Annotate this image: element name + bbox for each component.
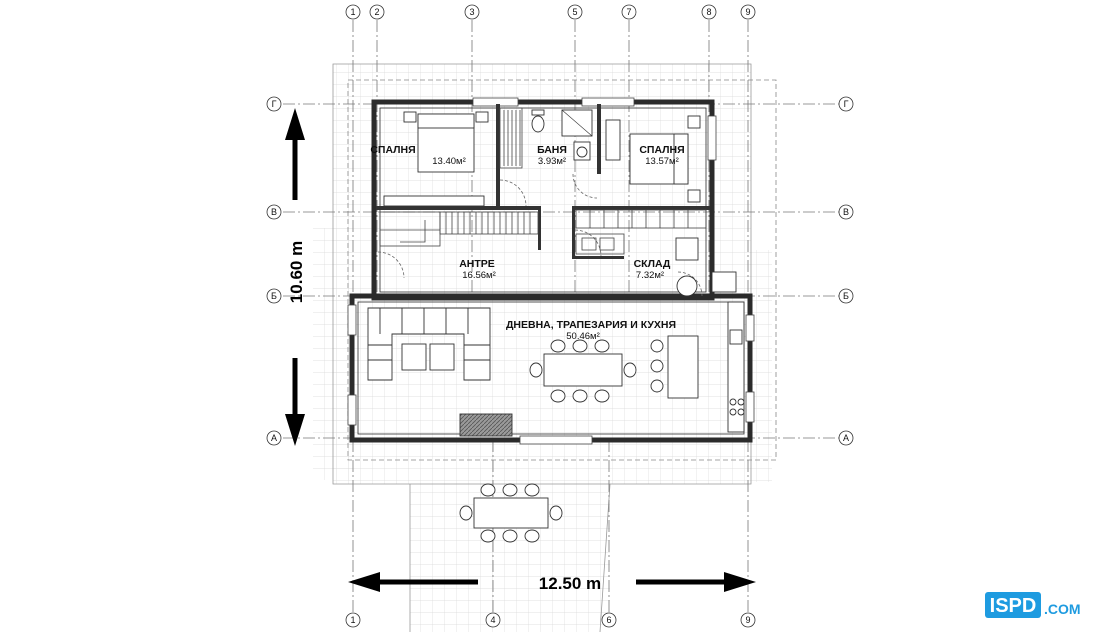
logo-text: ISPD xyxy=(990,595,1037,617)
axis-label-bottom-4: 4 xyxy=(490,615,495,625)
axis-label-right-a: А xyxy=(843,433,849,443)
logo-suffix: .COM xyxy=(1044,601,1081,617)
room-area-entrance: 16.56м² xyxy=(462,270,495,281)
staircase xyxy=(379,211,539,247)
axis-label-top-7: 7 xyxy=(626,7,631,17)
room-label-entrance: АНТРЕ xyxy=(459,258,495,270)
ispd-logo: ISPD .COM xyxy=(985,592,1081,618)
height-dimension-label: 10.60 m xyxy=(287,241,306,303)
room-area-bathroom: 3.93м² xyxy=(538,156,566,167)
axis-label-left-v: В xyxy=(271,207,277,217)
furniture-bedroom xyxy=(383,111,701,207)
axis-label-left-g: Г xyxy=(272,99,277,109)
dining-table xyxy=(529,339,637,403)
axis-label-right-b: Б xyxy=(843,291,849,301)
axis-label-top-3: 3 xyxy=(469,7,474,17)
furniture-living xyxy=(367,307,513,437)
bathroom-fixtures xyxy=(531,109,593,161)
outdoor-dining-table xyxy=(459,483,563,543)
dimension-height: 10.60 m xyxy=(285,108,306,446)
width-dimension-label: 12.50 m xyxy=(539,574,601,593)
axis-label-top-2: 2 xyxy=(374,7,379,17)
axis-label-bottom-9: 9 xyxy=(745,615,750,625)
storage-fixtures xyxy=(675,237,737,297)
kitchen xyxy=(650,301,745,433)
wardrobes xyxy=(499,107,707,255)
room-area-storage: 7.32м² xyxy=(636,270,664,281)
axis-label-left-b: Б xyxy=(271,291,277,301)
axis-label-right-v: В xyxy=(843,207,849,217)
room-label-bathroom: БАНЯ xyxy=(537,144,567,156)
axis-label-top-1: 1 xyxy=(350,7,355,17)
room-label-bedroom-1: СПАЛНЯ xyxy=(370,144,415,156)
room-label-storage: СКЛАД xyxy=(634,258,671,270)
room-label-living: ДНЕВНА, ТРАПЕЗАРИЯ И КУХНЯ xyxy=(506,319,676,331)
axis-label-top-9: 9 xyxy=(745,7,750,17)
axis-label-bottom-1: 1 xyxy=(350,615,355,625)
room-area-living: 50.46м² xyxy=(566,331,599,342)
interior-walls xyxy=(376,104,710,259)
axis-label-left-a: А xyxy=(271,433,277,443)
axis-label-right-g: Г xyxy=(844,99,849,109)
room-label-bedroom-2: СПАЛНЯ xyxy=(639,144,684,156)
axis-label-top-8: 8 xyxy=(706,7,711,17)
room-area-bedroom-1: 13.40м² xyxy=(432,156,465,167)
dimension-width: 12.50 m xyxy=(348,572,756,593)
axis-label-top-5: 5 xyxy=(572,7,577,17)
windows xyxy=(347,97,755,445)
room-labels: СПАЛНЯ 13.40м² БАНЯ 3.93м² СПАЛНЯ 13.57м… xyxy=(370,144,684,342)
axis-label-bottom-6: 6 xyxy=(606,615,611,625)
room-area-bedroom-2: 13.57м² xyxy=(645,156,678,167)
axis-markers: 1 2 3 5 7 8 9 1 4 6 9 Г В Б А Г В Б А xyxy=(266,4,854,628)
